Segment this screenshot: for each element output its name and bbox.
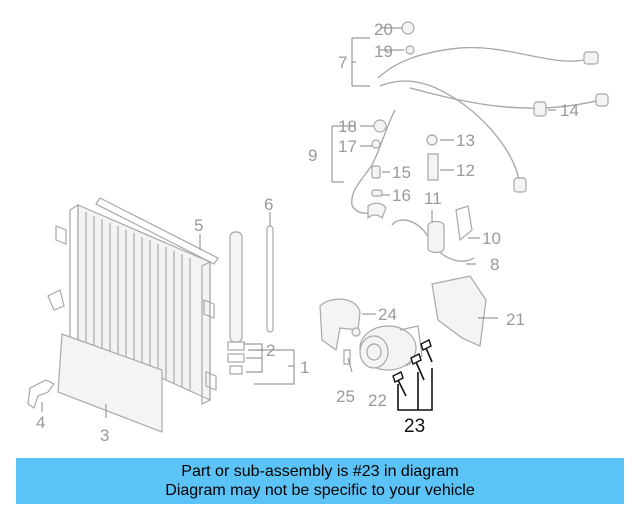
callout-20: 20 [374,20,393,39]
seal-strip-part-5 [95,197,219,265]
callout-24: 24 [378,305,397,324]
callout-3: 3 [100,426,109,445]
callout-18: 18 [338,117,357,136]
callout-9: 9 [308,146,317,165]
info-banner: Part or sub-assembly is #23 in diagram D… [16,458,624,504]
callout-25: 25 [336,387,355,406]
refrigerant-lines [351,46,609,262]
seal-strip-part-6 [266,225,274,333]
callout-21: 21 [506,310,525,329]
small-fittings [367,21,473,254]
callout-22: 22 [368,391,387,410]
callout-10: 10 [482,229,501,248]
callout-23-highlighted: 23 [404,416,425,437]
drier-part-2 [227,231,245,375]
parts-diagram: 20 19 7 14 18 13 17 9 12 15 16 11 5 6 10… [27,20,609,445]
compressor-part-22 [359,325,423,371]
callout-8: 8 [490,255,499,274]
leader-lines [41,27,556,418]
callout-13: 13 [456,131,475,150]
callout-19: 19 [374,42,393,61]
callout-6: 6 [264,195,273,214]
callout-2: 2 [266,341,275,360]
bracket-part-24 [319,298,361,352]
banner-line-1: Part or sub-assembly is #23 in diagram [181,463,459,480]
callout-11: 11 [424,189,442,208]
callout-5: 5 [194,216,203,235]
banner-line-2: Diagram may not be specific to your vehi… [165,482,475,499]
callout-17: 17 [338,137,357,156]
shield-part-3 [57,333,163,433]
callout-labels: 20 19 7 14 18 13 17 9 12 15 16 11 5 6 10… [36,20,579,445]
bolts-part-23 [392,339,433,411]
callout-7: 7 [338,53,347,72]
callout-12: 12 [456,161,475,180]
bracket-part-4 [27,379,55,409]
callout-15: 15 [392,163,411,182]
shield-part-21 [431,275,487,347]
callout-14: 14 [560,101,579,120]
callout-1: 1 [300,358,309,377]
callout-4: 4 [36,413,45,432]
bolt-part-25 [343,327,361,365]
callout-16: 16 [392,186,411,205]
